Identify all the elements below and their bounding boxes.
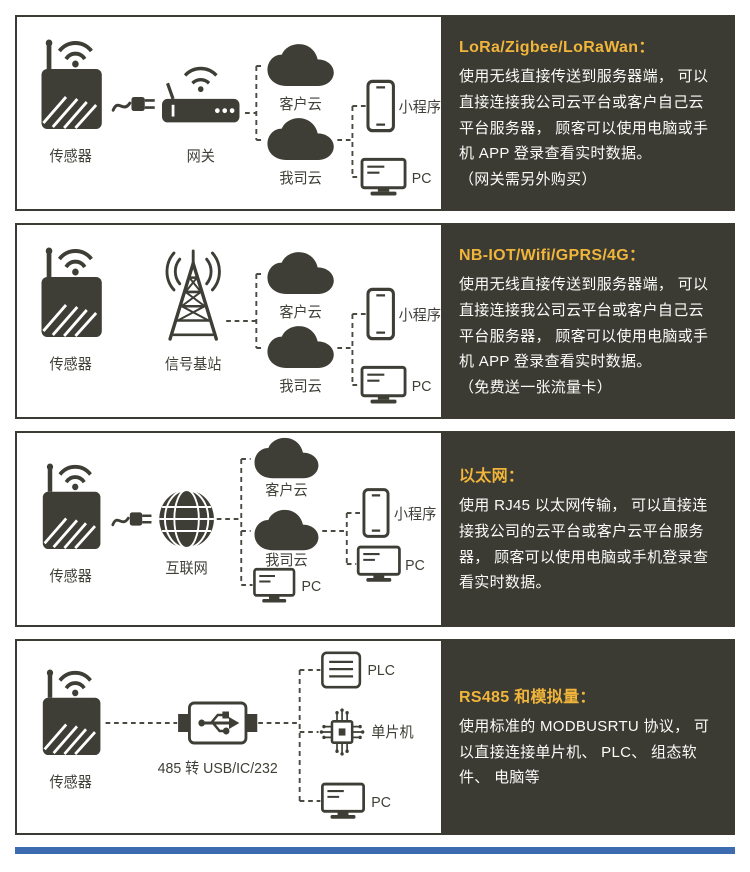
pc-right-label: PC	[405, 558, 425, 574]
sensor-icon	[43, 464, 101, 550]
our-cloud-icon	[267, 118, 334, 160]
internet-label: 互联网	[165, 560, 207, 577]
gateway-label: 网关	[187, 148, 215, 165]
cable-plug-icon	[111, 95, 157, 113]
panel-body: 使用 RJ45 以太网传输， 可以直接连接我公司的云平台或客户云平台服务器， 顾…	[459, 496, 709, 592]
panel-title: RS485 和模拟量：	[459, 688, 596, 706]
panel-title: 以太网：	[459, 467, 525, 485]
panel-body: 使用无线直接传送到服务器端， 可以直接连接我公司云平台或客户自己云平台服务器， …	[459, 276, 709, 371]
sensor-label: 传感器	[50, 356, 93, 373]
phone-icon	[366, 287, 396, 341]
lora-diagram: 传感器 网关 客户云 我司云 小程序 PC	[17, 17, 441, 209]
rs485-diagram: 传感器 485 转 USB/IC/232 PLC 单片机 PC	[17, 641, 441, 833]
pc-icon	[360, 365, 407, 405]
phone-icon	[366, 79, 396, 133]
mcu-label: 单片机	[371, 724, 414, 741]
our-cloud-icon	[254, 509, 319, 551]
bottom-divider	[15, 847, 735, 854]
mini-program-label: 小程序	[399, 99, 441, 116]
panel-title: NB-IOT/Wifi/GPRS/4G：	[459, 247, 646, 264]
mini-program-label: 小程序	[394, 506, 436, 523]
row-lora: 传感器 网关 客户云 我司云 小程序 PC LoRa/Zigbee/LoRaWa…	[15, 15, 735, 211]
row-rs485: 传感器 485 转 USB/IC/232 PLC 单片机 PC RS485 和模…	[15, 639, 735, 835]
mini-program-label: 小程序	[399, 307, 441, 324]
mcu-chip-icon	[318, 707, 366, 757]
customer-cloud-icon	[267, 252, 334, 294]
sensor-icon	[41, 248, 101, 338]
pc-bottom-label: PC	[302, 579, 322, 595]
pc-label: PC	[412, 379, 432, 395]
lora-info-panel: LoRa/Zigbee/LoRaWan： 使用无线直接传送到服务器端， 可以直接…	[441, 17, 733, 209]
converter-label: 485 转 USB/IC/232	[158, 760, 278, 777]
connector-line	[216, 458, 253, 586]
rs485-info-panel: RS485 和模拟量： 使用标准的 MODBUSRTU 协议， 可以直接连接单片…	[441, 641, 733, 833]
base-station-label: 信号基站	[165, 356, 222, 373]
customer-cloud-icon	[267, 44, 334, 86]
phone-icon	[362, 488, 390, 538]
row-nbiot: 传感器 信号基站 客户云 我司云 小程序 PC NB-IOT/Wifi/GPRS…	[15, 223, 735, 419]
pc-label: PC	[412, 171, 432, 187]
ethernet-diagram: 传感器 互联网 客户云 我司云 PC 小程序 PC	[17, 433, 441, 625]
plc-label: PLC	[368, 663, 395, 679]
panel-body: 使用标准的 MODBUSRTU 协议， 可以直接连接单片机、 PLC、 组态软件…	[459, 717, 710, 787]
pc-icon	[320, 782, 366, 820]
sensor-label: 传感器	[50, 568, 93, 585]
customer-cloud-icon	[254, 437, 319, 479]
connector-line	[245, 65, 264, 141]
gateway-router-icon	[160, 66, 242, 125]
pc-icon	[360, 157, 407, 197]
customer-cloud-label: 客户云	[265, 482, 307, 499]
panel-note: （免费送一张流量卡）	[459, 379, 613, 397]
pc-icon	[356, 545, 401, 583]
our-cloud-label: 我司云	[279, 170, 321, 187]
sensor-label: 传感器	[50, 148, 93, 165]
signal-tower-icon	[165, 249, 222, 341]
sensor-label: 传感器	[50, 774, 93, 791]
sensor-icon	[41, 40, 101, 130]
panel-note: （网关需另外购买）	[459, 171, 597, 189]
connector-line	[322, 512, 362, 565]
nbiot-info-panel: NB-IOT/Wifi/GPRS/4G： 使用无线直接传送到服务器端， 可以直接…	[441, 225, 733, 417]
our-cloud-icon	[267, 326, 334, 368]
our-cloud-label: 我司云	[279, 378, 321, 395]
internet-globe-icon	[158, 489, 215, 549]
pc-icon	[253, 567, 296, 604]
plc-icon	[320, 651, 362, 689]
cable-plug-icon	[111, 510, 153, 528]
row-ethernet: 传感器 互联网 客户云 我司云 PC 小程序 PC 以太网： 使用 RJ45 以…	[15, 431, 735, 627]
panel-title: LoRa/Zigbee/LoRaWan：	[459, 39, 655, 56]
connector-line	[226, 273, 264, 349]
nbiot-diagram: 传感器 信号基站 客户云 我司云 小程序 PC	[17, 225, 441, 417]
customer-cloud-label: 客户云	[279, 96, 321, 113]
pc-label: PC	[371, 795, 391, 811]
our-cloud-label: 我司云	[265, 552, 307, 569]
panel-body: 使用无线直接传送到服务器端， 可以直接连接我公司云平台或客户自己云平台服务器， …	[459, 68, 709, 163]
sensor-icon	[43, 670, 101, 756]
usb-converter-icon	[177, 701, 259, 745]
customer-cloud-label: 客户云	[279, 304, 321, 321]
ethernet-info-panel: 以太网： 使用 RJ45 以太网传输， 可以直接连接我公司的云平台或客户云平台服…	[441, 433, 733, 625]
connector-line	[258, 669, 321, 802]
